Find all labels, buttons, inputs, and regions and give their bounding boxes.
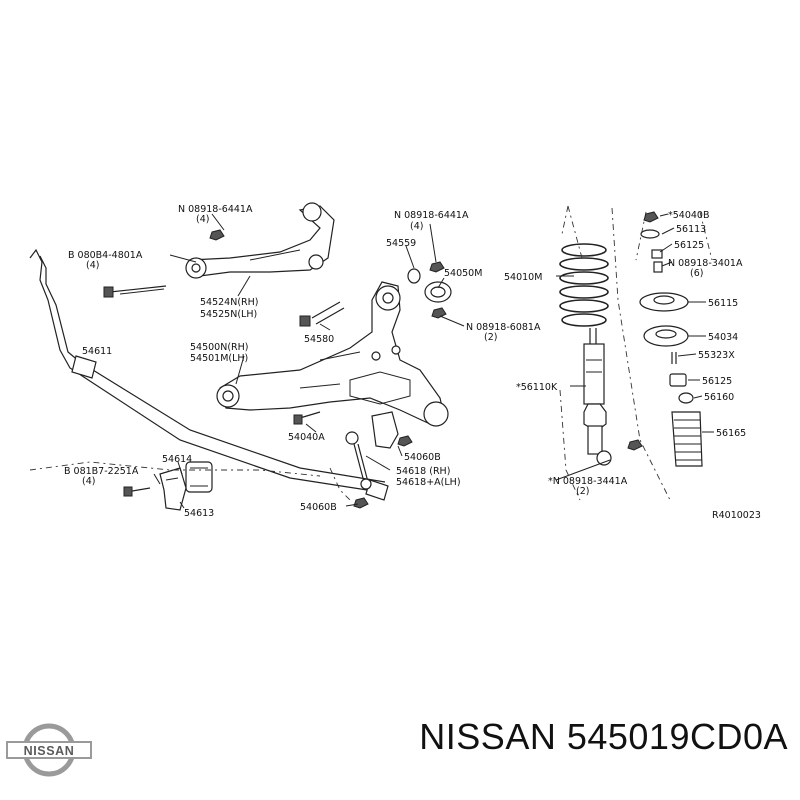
label-54611: 54611 [82,346,112,357]
lower-link [216,281,449,427]
label-54559: 54559 [386,238,416,249]
label-b1: B 080B4-4801A [68,250,143,261]
strut-shock-absorber [583,328,643,466]
label-n5-qty: (6) [690,268,703,279]
upper-link [185,202,335,279]
knuckle-outline [29,461,351,501]
label-n5: N 08918-3401A [668,258,743,269]
upper-link-bolt [103,285,167,298]
label-54524: 54524N(RH) [200,297,258,308]
label-54040a: 54040A [288,432,325,443]
label-54614: 54614 [162,454,192,465]
upper-link-nut [209,229,225,241]
strut-dashed-boundary [559,205,671,501]
nissan-logo-text: NISSAN [24,744,75,758]
label-n4-qty: (2) [576,486,589,497]
label-54060b-1: 54060B [404,452,441,463]
upper-bolt-2 [299,301,345,327]
label-n3-qty: (2) [484,332,497,343]
label-54501: 54501M(LH) [190,353,248,364]
label-55323: 55323X [698,350,735,361]
label-56110: *56110K [516,382,558,393]
label-56113: 56113 [676,224,706,235]
label-n1: N 08918-6441A [178,204,253,215]
label-54618-rh: 54618 (RH) [396,466,450,477]
label-54525: 54525N(LH) [200,309,257,320]
label-54580: 54580 [304,334,334,345]
label-b1-qty: (4) [86,260,99,271]
label-54060b-2: 54060B [300,502,337,513]
label-n2-qty: (4) [410,221,423,232]
label-54500: 54500N(RH) [190,342,248,353]
label-54034: 54034 [708,332,738,343]
strut-coil-spring [559,243,609,327]
label-56160: 56160 [704,392,734,403]
label-reference: R4010023 [712,510,761,521]
label-54618-lh: 54618+A(LH) [396,477,461,488]
label-b2: B 081B7-2251A [64,466,139,477]
leader-lines [153,213,714,509]
label-n2: N 08918-6441A [394,210,469,221]
nissan-logo: NISSAN [6,723,92,777]
label-54613: 54613 [184,508,214,519]
label-56165: 56165 [716,428,746,439]
label-54050: 54050M [444,268,482,279]
label-n4: *N 08918-3441A [548,476,628,487]
part-labels: N 08918-6441A (4) B 080B4-4801A (4) 5452… [64,204,761,521]
label-56125-b: 56125 [702,376,732,387]
bushing-bolt [123,486,151,497]
adjusting-washer [407,261,452,319]
label-54010: 54010M [504,272,542,283]
stabilizer-bushing [159,461,213,511]
suspension-parts-diagram: N 08918-6441A (4) B 080B4-4801A (4) 5452… [29,202,761,521]
lower-link-bolt [293,411,321,425]
label-n3: N 08918-6081A [466,322,541,333]
label-n1-qty: (4) [196,214,209,225]
label-56115: 56115 [708,298,738,309]
strut-mount-stack [635,211,713,467]
part-number-caption: NISSAN 545019CD0A [419,716,788,757]
label-54040b: *54040B [668,210,710,221]
label-b2-qty: (4) [82,476,95,487]
stabilizer-connecting-rod [345,411,413,509]
label-56125-a: 56125 [674,240,704,251]
